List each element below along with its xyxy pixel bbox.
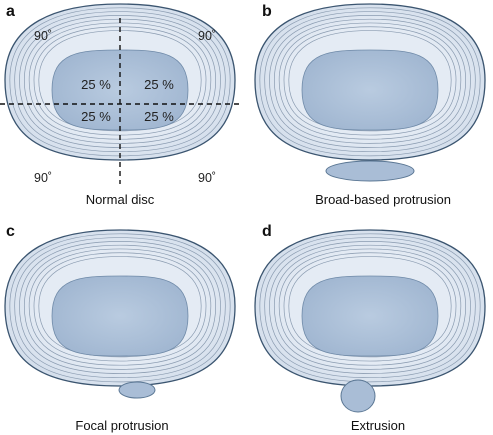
annulus-lamella [264, 11, 476, 153]
annulus-lamella [264, 237, 476, 379]
broad-bulge [325, 160, 415, 182]
panel-d-extrusion [254, 229, 486, 387]
annulus-lamella [9, 233, 231, 383]
panel-letter-d: d [262, 223, 272, 240]
annulus-lamella [269, 15, 471, 148]
nucleus-pulposus [51, 275, 189, 357]
annulus-lamella [269, 241, 471, 374]
quadrant-label-bottom-left: 25 % [81, 109, 111, 124]
annulus-lamella [278, 248, 462, 366]
annulus-lamella [33, 26, 207, 136]
annulus-lamella [19, 15, 221, 148]
annulus-lamella [14, 11, 226, 153]
caption-normal-disc: Normal disc [86, 192, 155, 207]
annulus-lamella [23, 18, 217, 144]
nucleus-pulposus [301, 275, 439, 357]
annulus-lamella [9, 7, 231, 157]
nucleus-pulposus [301, 49, 439, 131]
panel-letter-a: a [6, 3, 15, 20]
angle-label-top-left: 90˚ [34, 29, 52, 43]
quadrant-label-bottom-right: 25 % [144, 109, 174, 124]
annulus-lamella [278, 22, 462, 140]
extrusion-fragment [340, 379, 376, 413]
focal-bulge [118, 381, 156, 399]
annulus-lamella [19, 241, 221, 374]
angle-label-bottom-left: 90˚ [34, 171, 52, 185]
caption-extrusion: Extrusion [351, 418, 405, 433]
annulus-lamella [283, 252, 457, 362]
panel-letter-c: c [6, 223, 15, 240]
annulus-lamella [259, 233, 481, 383]
annulus-lamella [273, 244, 467, 370]
angle-label-top-right: 90˚ [198, 29, 216, 43]
quadrant-label-top-left: 25 % [81, 77, 111, 92]
annulus-lamella [33, 252, 207, 362]
angle-label-bottom-right: 90˚ [198, 171, 216, 185]
annulus-lamella [28, 248, 212, 366]
panel-letter-b: b [262, 3, 272, 20]
annulus-lamella [28, 22, 212, 140]
panel-b-broad-based-protrusion [254, 3, 486, 161]
annulus-lamella [14, 237, 226, 379]
caption-broad-based-protrusion: Broad-based protrusion [315, 192, 451, 207]
panel-c-focal-protrusion [4, 229, 236, 387]
quadrant-label-top-right: 25 % [144, 77, 174, 92]
annulus-lamella [259, 7, 481, 157]
annulus-lamella [273, 18, 467, 144]
caption-focal-protrusion: Focal protrusion [75, 418, 168, 433]
annulus-lamella [283, 26, 457, 136]
annulus-lamella [23, 244, 217, 370]
